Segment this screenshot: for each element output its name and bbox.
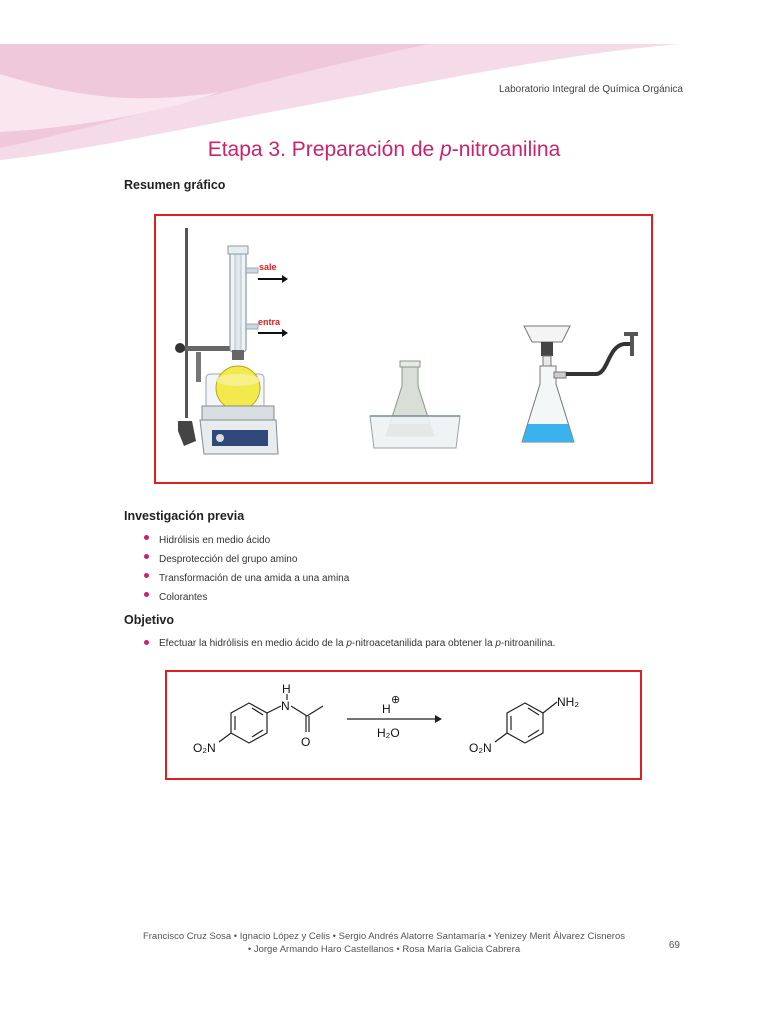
reaction-scheme: H N O O₂N H ⊕ H₂O NH₂ O₂N — [193, 682, 579, 755]
research-item: Transformación de una amida a una amina — [142, 569, 349, 588]
product-nitro-label: O₂N — [469, 741, 492, 755]
page-title: Etapa 3. Preparación de p-nitroanilina — [0, 138, 768, 162]
running-head: Laboratorio Integral de Química Orgánica — [499, 84, 683, 95]
reflux-apparatus: sale entra — [175, 228, 288, 455]
vacuum-filtration — [521, 325, 638, 443]
product-amine-label: NH₂ — [557, 695, 579, 709]
authors-line-2: • Jorge Armando Haro Castellanos • Rosa … — [247, 944, 521, 955]
reactant-n-label: N — [281, 699, 290, 713]
objective-heading: Objetivo — [124, 613, 175, 627]
graphic-summary-frame: sale entra — [154, 214, 653, 484]
reagent-acid-label: H — [382, 702, 391, 716]
header-decorative-band — [0, 44, 680, 160]
title-prefix: Etapa 3. Preparación de — [207, 138, 441, 161]
graphic-summary-heading: Resumen gráfico — [124, 178, 226, 192]
title-italic: p — [440, 138, 452, 161]
objective-list: Efectuar la hidrólisis en medio ácido de… — [142, 636, 555, 652]
lab-apparatus-illustration: sale entra — [175, 228, 638, 455]
page-number: 69 — [668, 940, 680, 951]
research-list: Hidrólisis en medio ácido Desprotección … — [142, 531, 349, 607]
footer-authors: Francisco Cruz Sosa • Ignacio López y Ce… — [0, 930, 768, 956]
reactant-h-label: H — [282, 682, 291, 696]
research-item: Desprotección del grupo amino — [142, 550, 349, 569]
reaction-scheme-frame: H N O O₂N H ⊕ H₂O NH₂ O₂N — [165, 670, 642, 780]
reactant-nitro-label: O₂N — [193, 741, 216, 755]
label-entra: entra — [258, 317, 281, 327]
research-item: Colorantes — [142, 588, 349, 607]
research-item: Hidrólisis en medio ácido — [142, 531, 349, 550]
reagent-charge-label: ⊕ — [391, 694, 400, 706]
title-suffix: -nitroanilina — [451, 138, 561, 161]
reactant-o-label: O — [301, 735, 310, 749]
authors-line-1: Francisco Cruz Sosa • Ignacio López y Ce… — [142, 931, 626, 942]
objective-item: Efectuar la hidrólisis en medio ácido de… — [142, 636, 555, 652]
research-heading: Investigación previa — [124, 509, 245, 523]
erlenmeyer-in-ice-bath — [369, 360, 461, 449]
reagent-water-label: H₂O — [377, 726, 400, 740]
label-sale: sale — [259, 262, 277, 272]
